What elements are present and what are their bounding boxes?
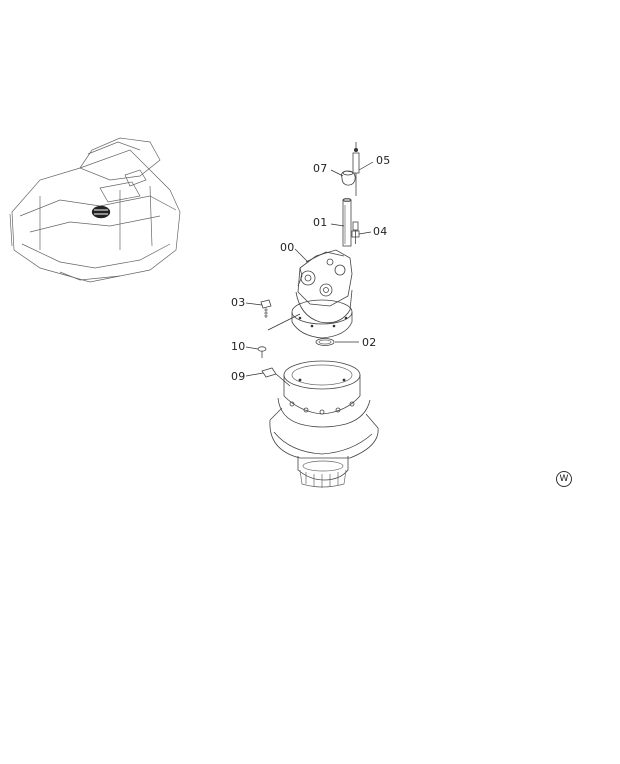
part-10-screw: [257, 346, 267, 358]
part-07-cap: [341, 170, 356, 186]
callout-01: 01: [313, 216, 328, 229]
part-01-rod: [342, 197, 352, 247]
leader-lines: [245, 161, 374, 387]
w-circle-icon: W: [556, 471, 572, 487]
swing-reduction-housing: [269, 360, 379, 488]
part-02-o-ring: [315, 338, 335, 346]
part-03-bolt: [260, 299, 272, 318]
excavator-overview-sketch: [9, 137, 181, 283]
part-05-pin: [352, 142, 360, 196]
part-00-swing-motor: [291, 249, 353, 339]
callout-03: 03: [231, 296, 246, 309]
part-04-fitting: [351, 221, 360, 244]
callout-10: 10: [231, 340, 246, 353]
callout-04: 04: [373, 225, 388, 238]
callout-00: 00: [280, 241, 295, 254]
callout-07: 07: [313, 162, 328, 175]
part-09-plate: [261, 367, 277, 378]
callout-09: 09: [231, 370, 246, 383]
callout-05: 05: [376, 154, 391, 167]
callout-02: 02: [362, 336, 377, 349]
